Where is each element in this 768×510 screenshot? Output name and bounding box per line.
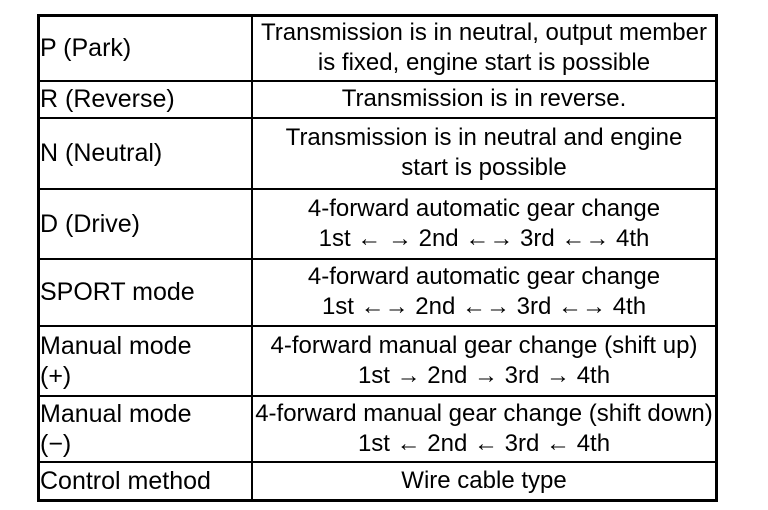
text-line: Manual mode [40, 331, 192, 360]
gear-position-label: R (Reverse) [37, 79, 253, 119]
gear-sequence-arrows: 1st ←→ 2nd ←→ 3rd ←→ 4th [321, 293, 647, 320]
text-line: D (Drive) [40, 209, 140, 238]
text-line: P (Park) [40, 34, 132, 63]
gear-description: Transmission is in reverse. [251, 79, 718, 119]
text-line: start is possible [401, 154, 567, 181]
gear-positions-table: P (Park) Transmission is in neutral, out… [37, 14, 718, 502]
row-manual-up: Manual mode (+) 4-forward manual gear ch… [37, 324, 718, 397]
text-line: SPORT mode [40, 278, 195, 306]
gear-description: 4-forward automatic gear change 1st ← → … [251, 187, 718, 260]
row-park: P (Park) Transmission is in neutral, out… [37, 14, 718, 82]
text-line: Transmission is in neutral, output membe… [261, 19, 707, 47]
text-line: 4-forward manual gear change (shift down… [255, 399, 713, 427]
gear-sequence-arrows: 1st ← → 2nd ←→ 3rd ←→ 4th [318, 224, 650, 252]
text-line: R (Reverse) [40, 85, 175, 113]
gear-position-label: SPORT mode [37, 257, 253, 327]
text-line: Transmission is in reverse. [341, 85, 627, 112]
gear-position-label: P (Park) [37, 14, 253, 82]
gear-position-label: D (Drive) [37, 187, 253, 260]
gear-description: Transmission is in neutral and engine st… [251, 116, 718, 190]
text-line: 4-forward manual gear change (shift up) [270, 331, 698, 359]
text-line: 4-forward automatic gear change [307, 194, 661, 222]
text-line: Manual mode [40, 399, 192, 428]
text-line: Control method [40, 466, 211, 495]
gear-position-label: Control method [37, 460, 253, 502]
gear-position-label: Manual mode (−) [37, 394, 253, 463]
text-line: N (Neutral) [40, 139, 163, 167]
gear-position-label: N (Neutral) [37, 116, 253, 190]
row-manual-down: Manual mode (−) 4-forward manual gear ch… [37, 394, 718, 463]
text-line: Transmission is in neutral and engine [285, 124, 683, 151]
gear-description: 4-forward manual gear change (shift down… [251, 394, 718, 463]
row-sport: SPORT mode 4-forward automatic gear chan… [37, 257, 718, 327]
text-line: Wire cable type [401, 466, 567, 494]
gear-description: Transmission is in neutral, output membe… [251, 14, 718, 82]
text-line: 4-forward automatic gear change [307, 263, 661, 290]
gear-description: 4-forward manual gear change (shift up) … [251, 324, 718, 397]
gear-sequence-arrows: 1st ← 2nd ← 3rd ← 4th [357, 429, 611, 457]
gear-description: Wire cable type [251, 460, 718, 502]
row-reverse: R (Reverse) Transmission is in reverse. [37, 79, 718, 119]
text-line: is fixed, engine start is possible [317, 49, 651, 77]
row-neutral: N (Neutral) Transmission is in neutral a… [37, 116, 718, 190]
gear-sequence-arrows: 1st → 2nd → 3rd → 4th [357, 361, 611, 389]
gear-description: 4-forward automatic gear change 1st ←→ 2… [251, 257, 718, 327]
text-line: (+) [40, 361, 72, 390]
gear-position-label: Manual mode (+) [37, 324, 253, 397]
text-line: (−) [40, 429, 72, 458]
row-control-method: Control method Wire cable type [37, 460, 718, 502]
row-drive: D (Drive) 4-forward automatic gear chang… [37, 187, 718, 260]
